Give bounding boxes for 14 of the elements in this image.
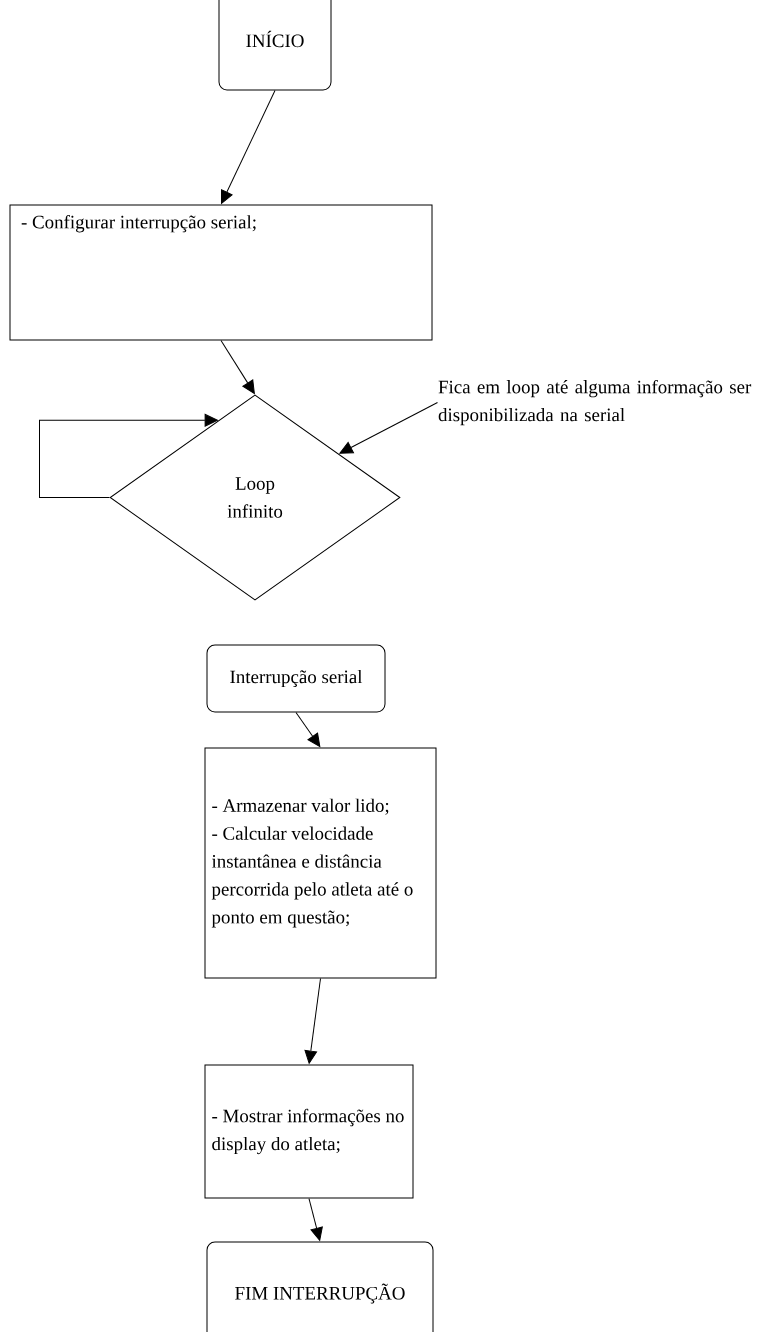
loop-arrow <box>39 413 218 498</box>
leader-arrow <box>339 402 438 454</box>
annotation-text: Fica em loop até alguma informação ser disponibilizada na serial <box>438 379 752 426</box>
terminal-box: INÍCIO <box>218 0 332 91</box>
arrow <box>295 712 321 748</box>
process-box: - Armazenar valor lido; - Calcular velocidade instantânea e distância percorrida pelo atleta até o ponto em questão; <box>204 747 437 979</box>
process-box: - Mostrar informações no display do atleta; <box>204 1064 414 1199</box>
terminal-box: FIM INTERRUPÇÃO <box>206 1241 434 1332</box>
arrow <box>308 1198 323 1241</box>
arrow <box>220 340 255 394</box>
arrow <box>221 90 276 204</box>
terminal-box: Interrupção serial <box>206 644 386 713</box>
process-box: - Configurar interrupção serial; <box>9 204 433 341</box>
arrow <box>304 978 321 1064</box>
